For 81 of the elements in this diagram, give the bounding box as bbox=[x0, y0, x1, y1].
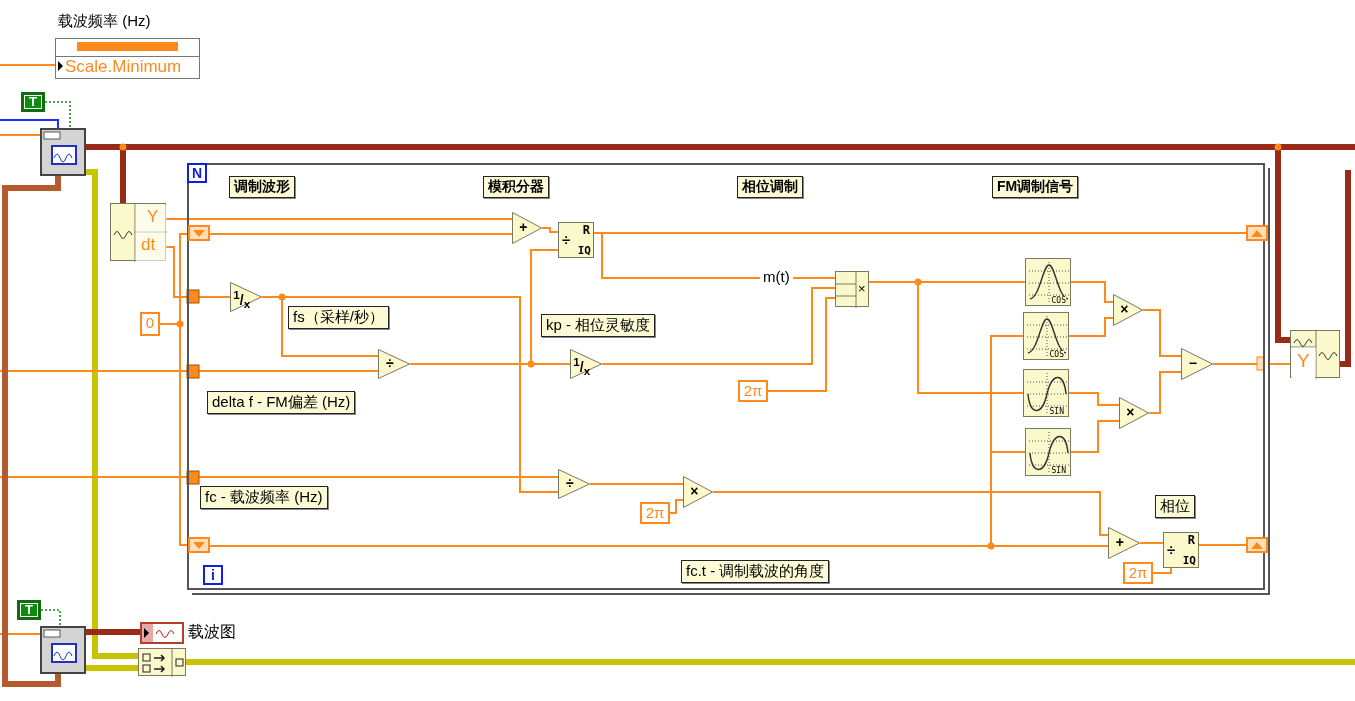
wire bbox=[1139, 542, 1164, 544]
wire bbox=[409, 363, 571, 365]
wire bbox=[165, 246, 231, 298]
wire bbox=[0, 370, 379, 372]
math-function-node: $^{1}$/$_{x}$ bbox=[570, 349, 602, 379]
wire bbox=[1142, 309, 1182, 357]
comment-label: fc.t - 调制载波的角度 bbox=[681, 560, 830, 583]
numeric-constant: 2π bbox=[738, 380, 768, 402]
wire bbox=[0, 633, 41, 635]
terminal-box bbox=[188, 537, 210, 553]
section-heading: 相位调制 bbox=[737, 176, 803, 198]
numeric-constant: 2π bbox=[1123, 562, 1153, 584]
wire bbox=[868, 281, 1024, 394]
wire bbox=[86, 169, 138, 659]
math-function-node: × bbox=[1113, 294, 1143, 326]
wire bbox=[1070, 420, 1120, 453]
cosine-function-node: COS bbox=[1023, 312, 1069, 360]
waveform-components-node: Y dt bbox=[110, 203, 166, 261]
numeric-constant: 0 bbox=[140, 312, 160, 336]
comment-label: fs（采样/秒） bbox=[288, 306, 389, 329]
terminal-box bbox=[138, 648, 186, 676]
wire bbox=[0, 119, 59, 129]
wire bbox=[1340, 170, 1351, 367]
math-function-node: ÷ bbox=[558, 469, 590, 499]
wire bbox=[1070, 281, 1114, 303]
wire bbox=[159, 323, 189, 546]
section-heading: 模积分器 bbox=[483, 176, 549, 198]
wire bbox=[0, 476, 559, 478]
wire bbox=[1068, 317, 1114, 337]
wire bbox=[1068, 392, 1120, 406]
math-function-node: + bbox=[1108, 527, 1140, 559]
true-constant: T bbox=[21, 92, 45, 112]
compound-multiply-node: × bbox=[835, 271, 869, 307]
section-heading: 调制波形 bbox=[229, 176, 295, 198]
wire bbox=[2, 176, 61, 687]
wire bbox=[589, 483, 684, 485]
math-function-node: ÷ bbox=[378, 349, 410, 379]
wire bbox=[209, 233, 513, 235]
math-function-node: × bbox=[683, 476, 713, 508]
waveform-chart-terminal: 载波图 bbox=[140, 622, 246, 644]
wire bbox=[767, 297, 836, 392]
comment-label: kp - 相位灵敏度 bbox=[541, 314, 656, 337]
terminal-box bbox=[40, 626, 86, 674]
math-function-node: − bbox=[1181, 348, 1213, 380]
terminal-box bbox=[1246, 225, 1268, 241]
wire bbox=[1212, 363, 1291, 365]
wire bbox=[669, 499, 684, 514]
wire bbox=[601, 287, 836, 365]
terminal-box bbox=[40, 128, 86, 176]
terminal-box bbox=[188, 225, 210, 241]
loop-count-terminal: N bbox=[187, 163, 208, 183]
wire bbox=[86, 665, 138, 671]
wire bbox=[44, 101, 71, 129]
true-constant: T bbox=[17, 600, 41, 620]
sine-function-node: SIN bbox=[1023, 369, 1069, 417]
wire bbox=[1152, 567, 1172, 574]
comment-label: fc - 载波频率 (Hz) bbox=[200, 486, 328, 509]
numeric-constant: 2π bbox=[640, 502, 670, 524]
section-heading: FM调制信号 bbox=[992, 176, 1079, 198]
wire bbox=[1148, 371, 1182, 414]
cosine-function-node: COS bbox=[1025, 258, 1071, 306]
math-function-node: $^{1}$/$_{x}$ bbox=[230, 282, 262, 312]
wire bbox=[1198, 544, 1247, 546]
terminal-box bbox=[1246, 537, 1268, 553]
wire bbox=[165, 218, 513, 220]
sine-function-node: SIN bbox=[1025, 428, 1071, 476]
wire bbox=[86, 629, 140, 635]
wire bbox=[541, 227, 559, 233]
wire bbox=[0, 134, 41, 136]
build-waveform-node: Y bbox=[1290, 330, 1340, 378]
loop-iteration-terminal: i bbox=[203, 565, 223, 585]
math-function-node: × bbox=[1119, 397, 1149, 429]
wire bbox=[186, 659, 1355, 665]
wire bbox=[0, 64, 56, 66]
math-function-node: + bbox=[512, 212, 542, 244]
wire bbox=[40, 609, 61, 627]
wire bbox=[593, 232, 836, 279]
comment-label: 相位 bbox=[1155, 495, 1195, 518]
wire bbox=[712, 491, 1109, 536]
comment-label: delta f - FM偏差 (Hz) bbox=[207, 391, 356, 414]
edge-label: m(t) bbox=[760, 268, 793, 285]
